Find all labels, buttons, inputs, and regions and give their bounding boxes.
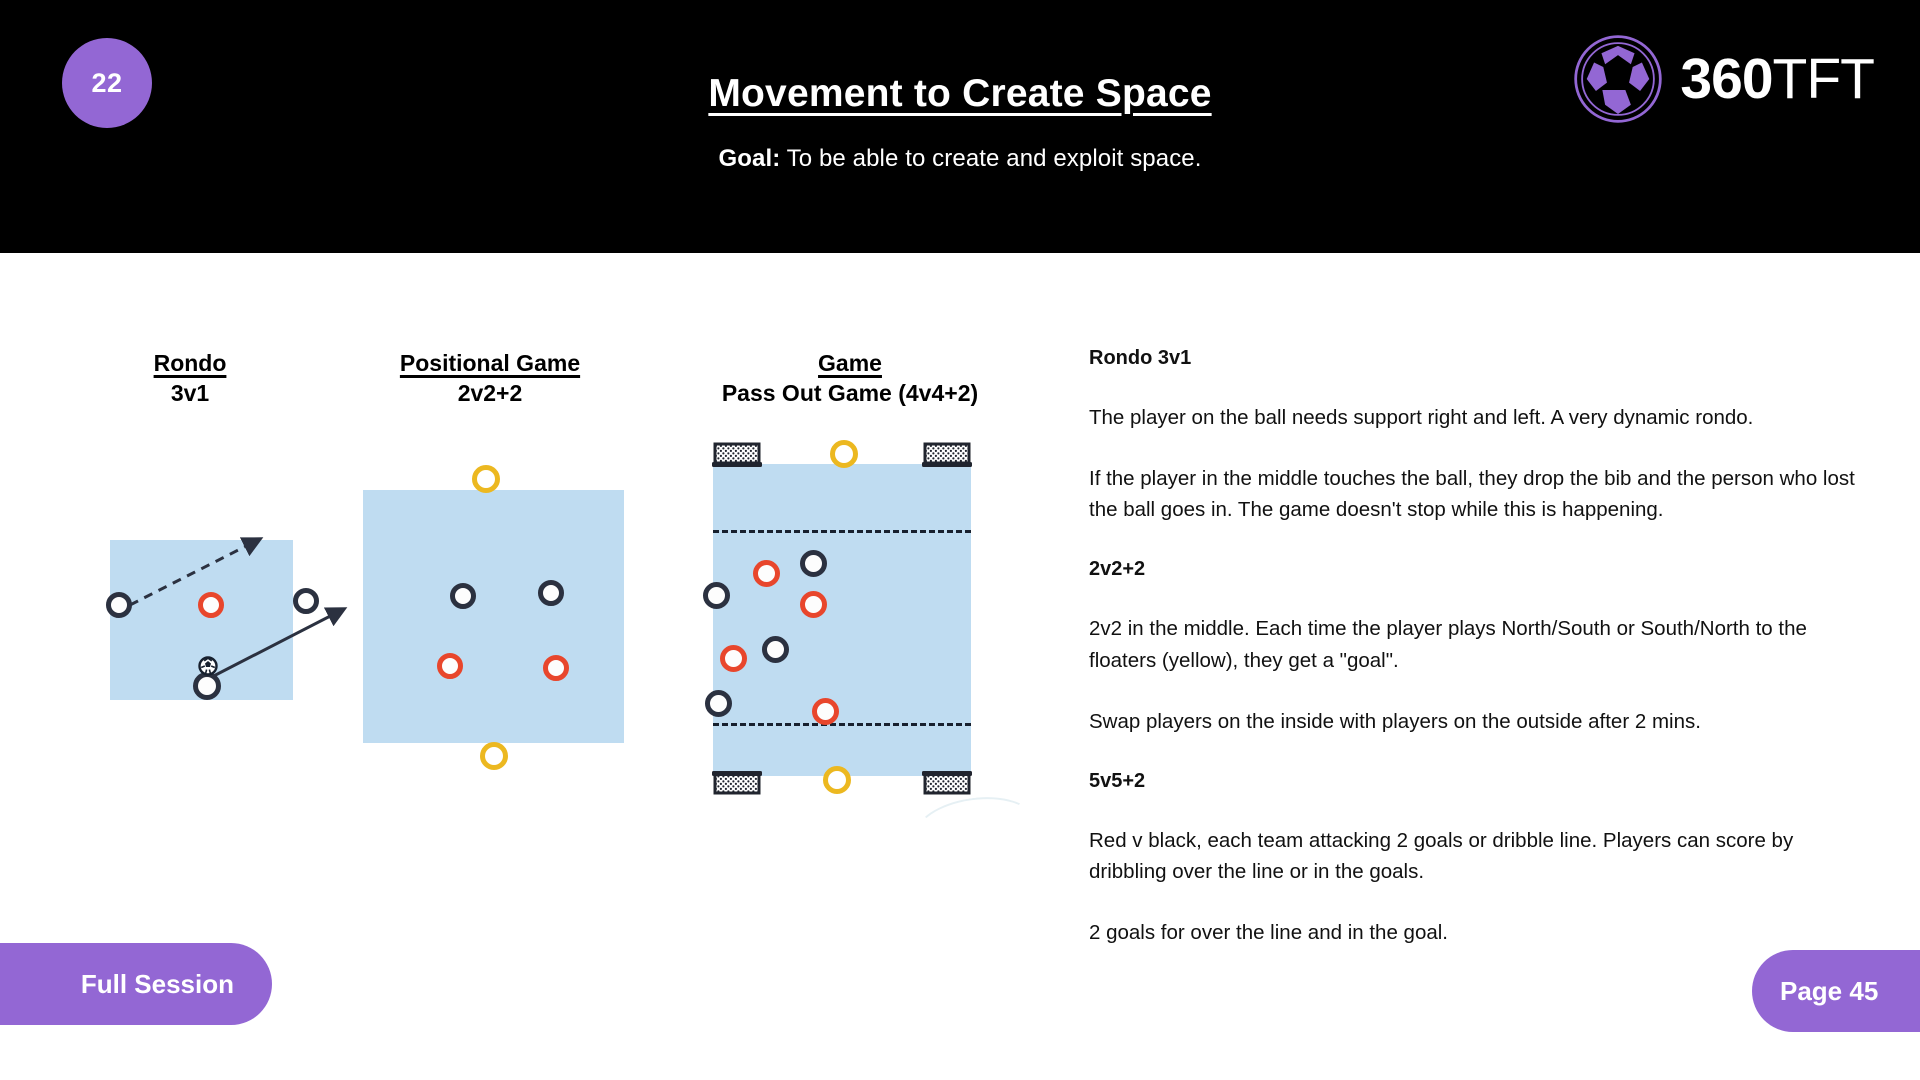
note-paragraph-6: 2 goals for over the line and in the goa…: [1089, 921, 1448, 945]
game-player-red-2: [800, 591, 827, 618]
goal-icon-bottom-left: [712, 771, 762, 795]
diagram-positional-canvas: [355, 455, 635, 795]
note-heading-2v2: 2v2+2: [1089, 558, 1146, 581]
diagram-rondo: Rondo 3v1: [60, 348, 320, 409]
note-heading-5v5: 5v5+2: [1089, 769, 1146, 792]
positional-player-black-1: [450, 583, 476, 609]
game-floater-bottom: [823, 766, 851, 794]
rondo-player-black-bottom: [193, 672, 221, 700]
positional-player-black-2: [538, 580, 564, 606]
diagram-rondo-canvas: [60, 420, 350, 750]
brand-360: 360: [1680, 46, 1773, 111]
note-paragraph-4: Swap players on the inside with players …: [1089, 709, 1701, 733]
goal-text: To be able to create and exploit space.: [786, 145, 1202, 172]
game-player-black-3: [762, 636, 789, 663]
diagram-positional-title-line2: 2v2+2: [457, 380, 523, 407]
diagram-rondo-title-line2: 3v1: [170, 380, 210, 407]
goal-icon-top-left: [712, 442, 762, 467]
diagram-rondo-title-line1: Rondo: [153, 350, 227, 376]
positional-player-red-2: [543, 655, 569, 681]
rondo-pass-arrow-solid: [201, 607, 348, 684]
diagram-game-title-line1: Game: [818, 350, 882, 376]
diagram-rondo-title: Rondo 3v1: [60, 348, 320, 409]
note-paragraph-2: If the player in the middle touches the …: [1089, 467, 1855, 522]
rondo-pass-arrow-dashed: [129, 537, 264, 607]
goal-icon-bottom-right: [922, 771, 972, 795]
note-paragraph-5: Red v black, each team attacking 2 goals…: [1089, 828, 1794, 884]
page-number-pill[interactable]: Page 45: [1752, 950, 1920, 1032]
goal-icon-top-right: [922, 442, 972, 467]
positional-floater-top: [472, 465, 500, 493]
coaching-notes: Rondo 3v1 The player on the ball needs s…: [1089, 344, 1864, 948]
brand-logo: 360TFT: [1572, 33, 1875, 125]
game-pitch: [713, 464, 971, 776]
game-player-black-4: [705, 690, 732, 717]
slide-number-badge: 22: [62, 38, 152, 128]
diagram-positional-title-line1: Positional Game: [399, 350, 581, 376]
diagram-game: Game Pass Out Game (4v4+2): [660, 348, 1040, 409]
game-player-black-1: [800, 550, 827, 577]
brand-tft: TFT: [1772, 46, 1875, 111]
brand-wordmark: 360TFT: [1680, 50, 1875, 108]
note-paragraph-1: The player on the ball needs support rig…: [1089, 406, 1754, 429]
game-player-red-4: [812, 698, 839, 725]
diagram-positional: Positional Game 2v2+2: [355, 348, 625, 409]
note-paragraph-3: 2v2 in the middle. Each time the player …: [1089, 617, 1807, 672]
positional-pitch: [363, 490, 624, 743]
rondo-player-black-left: [106, 592, 132, 618]
goal-label: Goal:: [718, 145, 781, 172]
page-title: Movement to Create Space: [708, 72, 1212, 115]
page-number-label: Page 45: [1780, 975, 1879, 1006]
slide-header: 22 Movement to Create Space Goal: To be …: [0, 0, 1920, 253]
soccer-ball-icon: [198, 656, 218, 676]
diagram-game-title-line2: Pass Out Game (4v4+2): [721, 380, 979, 407]
soccer-ball-icon: [1574, 35, 1663, 123]
game-floater-top: [830, 440, 858, 468]
game-dribble-line-top: [713, 530, 971, 533]
slide-number-text: 22: [91, 67, 123, 98]
rondo-player-black-right: [293, 588, 319, 614]
header-center: Movement to Create Space Goal: To be abl…: [330, 72, 1590, 173]
decorative-arc: [911, 789, 1039, 867]
positional-player-red-1: [437, 653, 463, 679]
diagram-game-title: Game Pass Out Game (4v4+2): [660, 348, 1040, 409]
game-dribble-line-bottom: [713, 723, 971, 726]
full-session-button[interactable]: Full Session: [0, 943, 272, 1025]
rondo-player-red-defender: [198, 592, 224, 618]
game-player-red-1: [753, 560, 780, 587]
session-goal: Goal: To be able to create and exploit s…: [330, 145, 1590, 173]
diagram-positional-title: Positional Game 2v2+2: [355, 348, 625, 409]
game-player-black-2: [703, 582, 730, 609]
full-session-label: Full Session: [80, 968, 234, 999]
diagram-game-canvas: [660, 440, 1040, 867]
game-player-red-3: [720, 645, 747, 672]
positional-floater-bottom: [480, 742, 508, 770]
note-heading-rondo: Rondo 3v1: [1089, 347, 1192, 369]
